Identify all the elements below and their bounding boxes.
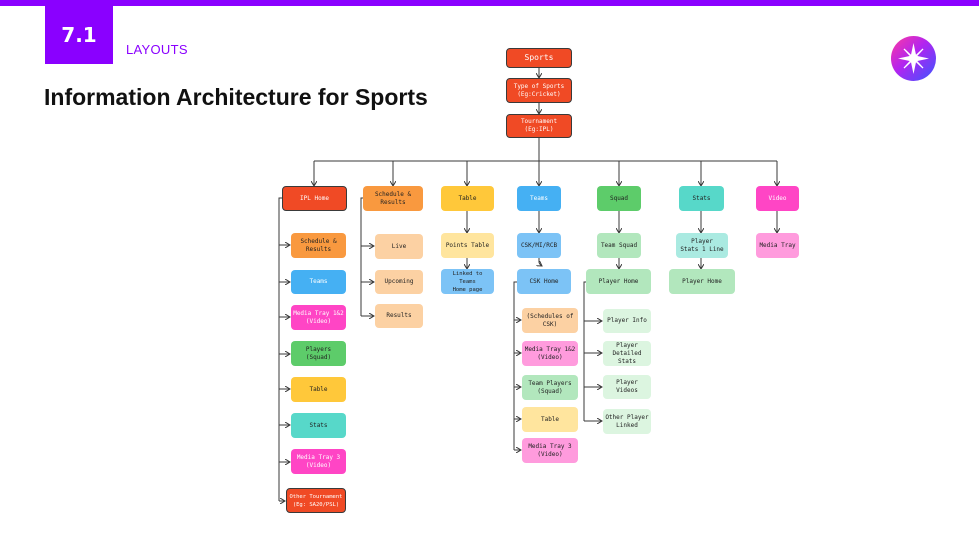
node-ipl-media-tray-3: Media Tray 3 (Video) bbox=[291, 449, 346, 474]
page-title: Information Architecture for Sports bbox=[44, 84, 428, 110]
node-ipl-table: Table bbox=[291, 377, 346, 402]
node-ipl-other-tournament: Other Tournament (Eg: SA20/PSL) bbox=[286, 488, 346, 513]
node-other-player-linked: Other Player Linked bbox=[603, 409, 651, 434]
sparkle-star-icon bbox=[891, 36, 936, 81]
node-tournament: Tournament (Eg:IPL) bbox=[506, 114, 572, 138]
node-video: Video bbox=[756, 186, 799, 211]
node-csk-media-tray-3: Media Tray 3 (Video) bbox=[522, 438, 578, 463]
node-csk-mi-rcb: CSK/MI/RCB bbox=[517, 233, 561, 258]
node-schedule-results: Schedule & Results bbox=[363, 186, 423, 211]
node-stats: Stats bbox=[679, 186, 724, 211]
node-ipl-teams: Teams bbox=[291, 270, 346, 294]
node-csk-team-players: Team Players (Squad) bbox=[522, 375, 578, 400]
node-teams: Teams bbox=[517, 186, 561, 211]
node-player-stats-line: Player Stats 1 Line bbox=[676, 233, 728, 258]
top-accent-bar bbox=[0, 0, 979, 6]
node-csk-table: Table bbox=[522, 407, 578, 432]
node-csk-schedules: (Schedules of CSK) bbox=[522, 308, 578, 333]
node-player-videos: Player Videos bbox=[603, 375, 651, 399]
node-sports: Sports bbox=[506, 48, 572, 68]
node-csk-media-tray-12: Media Tray 1&2 (Video) bbox=[522, 341, 578, 366]
node-results: Results bbox=[375, 304, 423, 328]
node-upcoming: Upcoming bbox=[375, 270, 423, 294]
node-media-tray: Media Tray bbox=[756, 233, 799, 258]
node-player-info: Player Info bbox=[603, 309, 651, 333]
node-ipl-schedule-results: Schedule & Results bbox=[291, 233, 346, 258]
node-player-home: Player Home bbox=[586, 269, 651, 294]
node-ipl-players: Players (Squad) bbox=[291, 341, 346, 366]
node-linked-to-teams: Linked to Teams Home page bbox=[441, 269, 494, 294]
node-csk-home: CSK Home bbox=[517, 269, 571, 294]
node-table: Table bbox=[441, 186, 494, 211]
section-number-badge: 7.1 bbox=[45, 6, 113, 64]
node-squad: Squad bbox=[597, 186, 641, 211]
node-team-squad: Team Squad bbox=[597, 233, 641, 258]
node-ipl-home: IPL Home bbox=[282, 186, 347, 211]
node-points-table: Points Table bbox=[441, 233, 494, 258]
node-stats-player-home: Player Home bbox=[669, 269, 735, 294]
node-type-of-sports: Type of Sports (Eg:Cricket) bbox=[506, 78, 572, 103]
node-player-detailed-stats: Player Detailed Stats bbox=[603, 341, 651, 366]
section-label: LAYOUTS bbox=[126, 42, 188, 57]
node-live: Live bbox=[375, 234, 423, 259]
node-ipl-stats: Stats bbox=[291, 413, 346, 438]
node-ipl-media-tray-12: Media Tray 1&2 (Video) bbox=[291, 305, 346, 330]
